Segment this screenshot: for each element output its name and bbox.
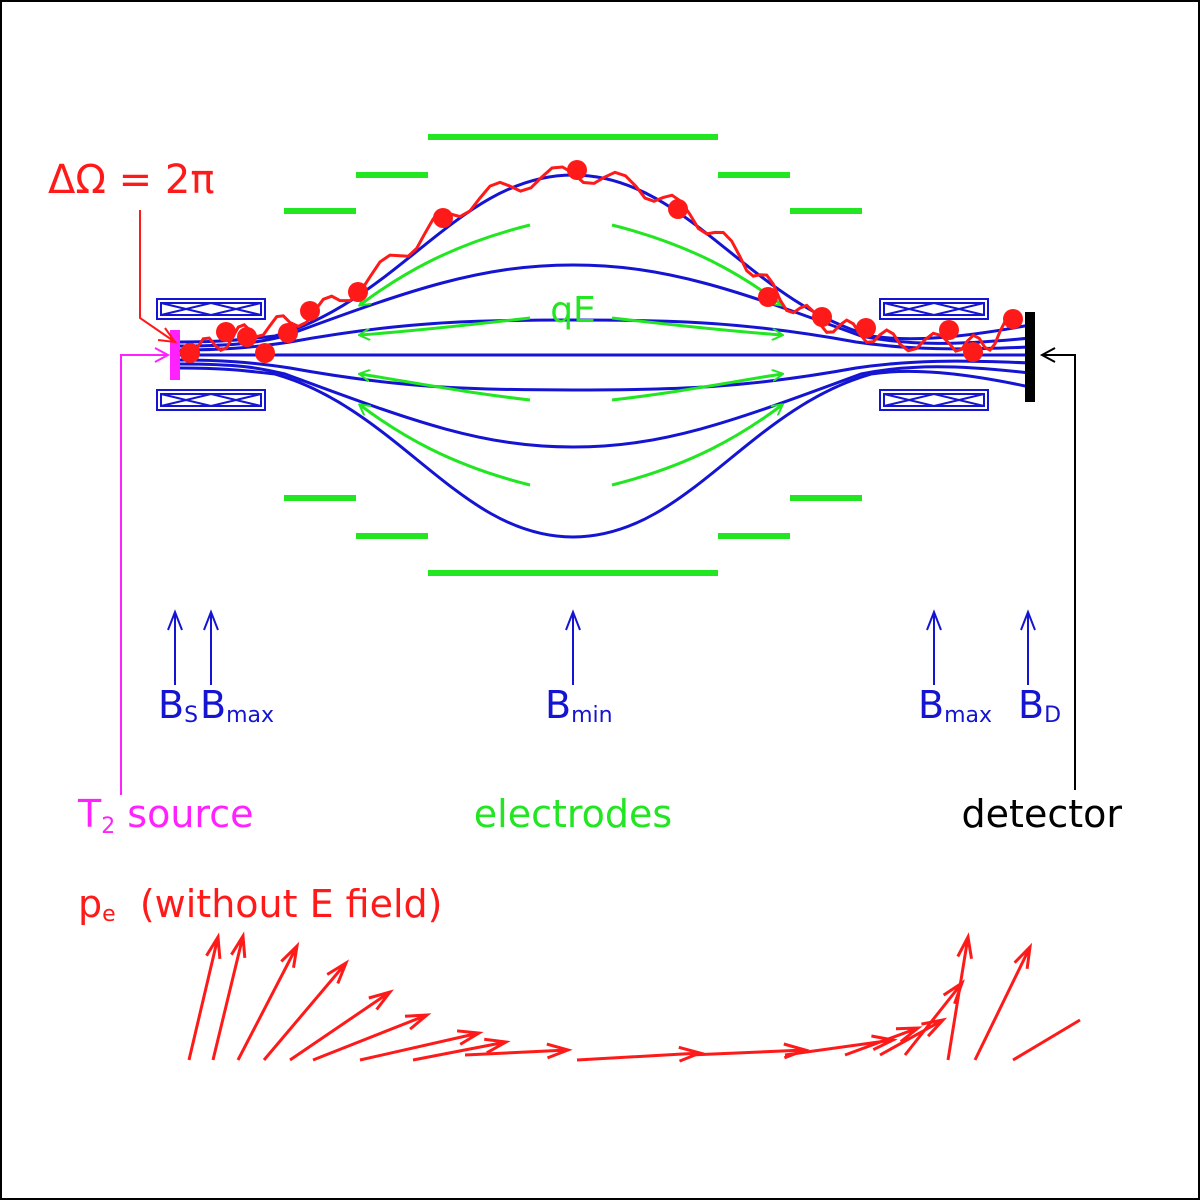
b-min-label: Bmin [545,683,613,728]
detector-label: detector [962,792,1123,836]
electron-positions [180,160,1023,363]
b-source-label: BS [158,683,198,728]
electrodes-label: electrodes [474,792,672,836]
magnetic-field-lines [179,173,1031,539]
source-pointer-arrowhead [154,347,171,363]
field-line-7 [179,366,1031,539]
b-max-right-label: Bmax [918,683,992,728]
momentum-vectors [187,931,1081,1063]
electron-dot [433,208,453,228]
solid-angle-pointer [139,210,176,343]
detector-coil-bottom [879,389,989,411]
electron-dot [812,307,832,327]
momentum-vector [312,1013,432,1062]
momentum-label: pe (without E field) [78,882,443,927]
electron-dot [300,301,320,321]
momentum-vector [576,1045,705,1063]
force-arrow-bottom-right [611,405,782,487]
electron-dot [758,287,778,307]
detector-pointer-arrowhead [1039,347,1056,363]
source-coil-top [156,298,266,320]
momentum-vector [289,989,394,1062]
field-line-3 [179,318,1031,352]
momentum-vector [844,1026,923,1057]
momentum-vector [187,932,222,1061]
b-detector-arrow [1020,609,1036,685]
detector-coil-top [879,298,989,320]
b-max-right-arrow [926,609,942,685]
momentum-vector [262,959,350,1061]
force-arrow-bottom-left [360,405,531,487]
momentum-vector [1012,1018,1081,1062]
momentum-vector [879,1017,948,1057]
force-arrow-mid-left [360,316,531,335]
force-arrow-lower-right [611,374,782,402]
momentum-vector [464,1042,573,1060]
electron-dot [255,343,275,363]
solenoid-coils [156,298,989,411]
electron-dot [939,320,959,340]
b-source-arrow [167,609,183,685]
electron-dot [963,342,983,362]
electrodes [284,134,862,576]
b-detector-label: BD [1018,683,1061,728]
solid-angle-arrowhead [157,327,178,344]
force-arrow-mid-right [611,316,782,335]
electron-dot [1003,309,1023,329]
momentum-vector [359,1029,484,1062]
momentum-vector [211,931,247,1061]
detector-pointer [1042,354,1076,790]
force-label: qE [550,290,596,331]
source-label: T2 source [77,792,254,839]
electron-dot [348,282,368,302]
b-max-left-arrow [203,609,219,685]
momentum-vector [784,1034,898,1057]
b-max-left-label: Bmax [200,683,274,728]
electron-dot [237,327,257,347]
source-coil-bottom [156,389,266,411]
electron-dot [216,322,236,342]
force-arrow-lower-left [360,374,531,402]
force-arrow-upper-right [611,223,782,305]
electron-dot [668,199,688,219]
field-line-5 [179,358,1031,392]
momentum-vector [412,1037,511,1062]
momentum-vector [946,932,973,1061]
momentum-vector [236,941,300,1061]
momentum-vector [973,942,1033,1061]
field-position-arrows [167,609,1036,685]
electron-dot [180,343,200,363]
b-min-arrow [565,609,581,685]
force-arrow-upper-left [360,223,531,305]
electron-dot [856,318,876,338]
field-line-6 [179,362,1031,449]
solid-angle-label: ΔΩ = 2π [48,157,214,203]
electron-dot [278,323,298,343]
electron-dot [567,160,587,180]
electron-trajectory [178,165,1017,359]
source-pointer [120,354,168,795]
field-labels: BS Bmax Bmin Bmax BD [158,683,1061,728]
